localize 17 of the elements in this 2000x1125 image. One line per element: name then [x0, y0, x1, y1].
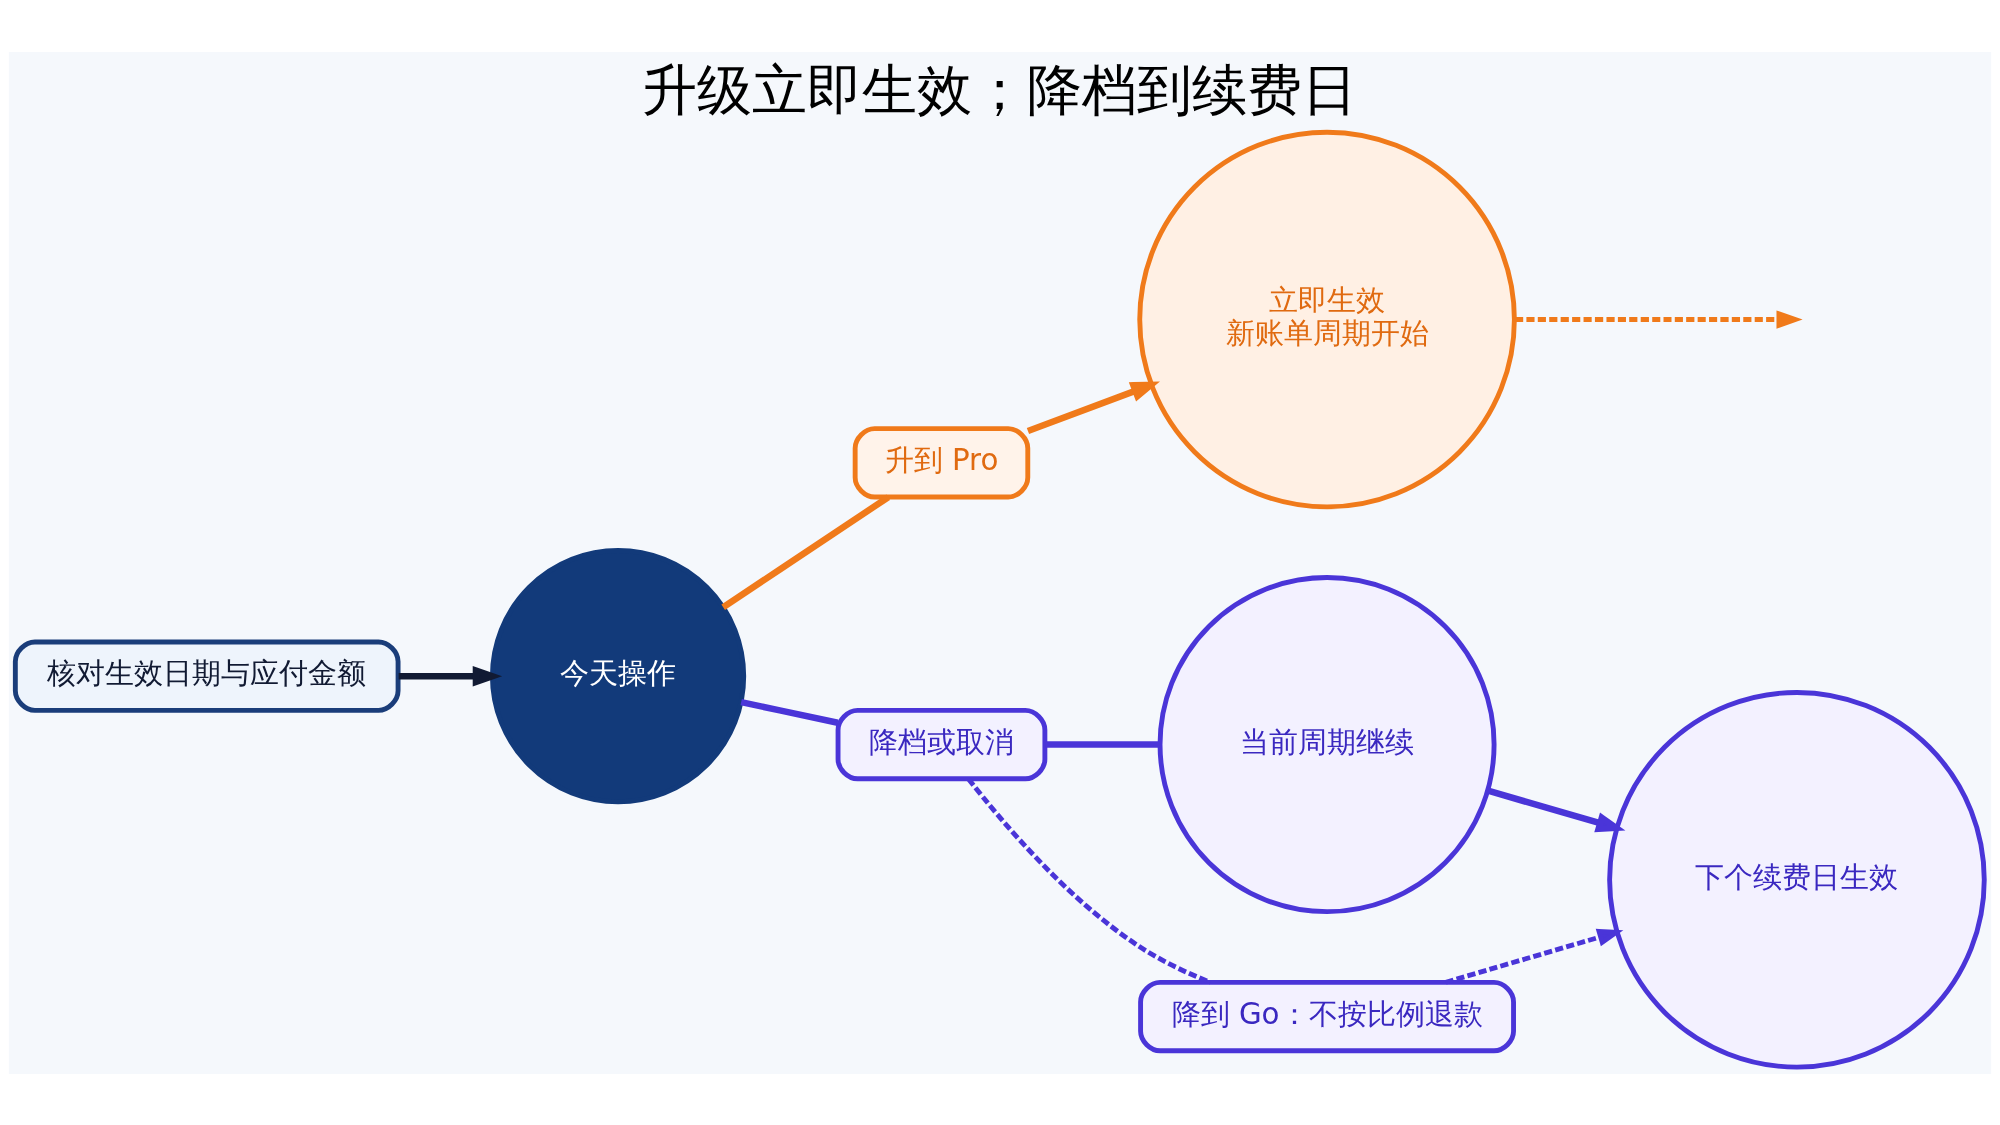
- arrow: [1487, 787, 1626, 832]
- arrow: [1026, 381, 1160, 434]
- arrow: [398, 665, 503, 686]
- connector: [1045, 740, 1160, 748]
- arrow: [1515, 309, 1803, 329]
- node-box: 降到 Go：不按比例退款: [1138, 979, 1516, 1053]
- node-box: 升到 Pro: [852, 425, 1031, 499]
- node-circle: 立即生效 新账单周期开始: [1137, 129, 1517, 509]
- node-circle: 当前周期继续: [1157, 574, 1497, 914]
- node-box: 降档或取消: [835, 707, 1048, 781]
- node-box: 核对生效日期与应付金额: [12, 639, 401, 713]
- arrow: [1445, 928, 1624, 985]
- connector: [721, 494, 891, 610]
- connector: [740, 698, 839, 726]
- diagram-title: 升级立即生效；降档到续费日: [642, 57, 1358, 122]
- node-circle: 今天操作: [489, 547, 747, 804]
- node-circle: 下个续费日生效: [1607, 689, 1987, 1070]
